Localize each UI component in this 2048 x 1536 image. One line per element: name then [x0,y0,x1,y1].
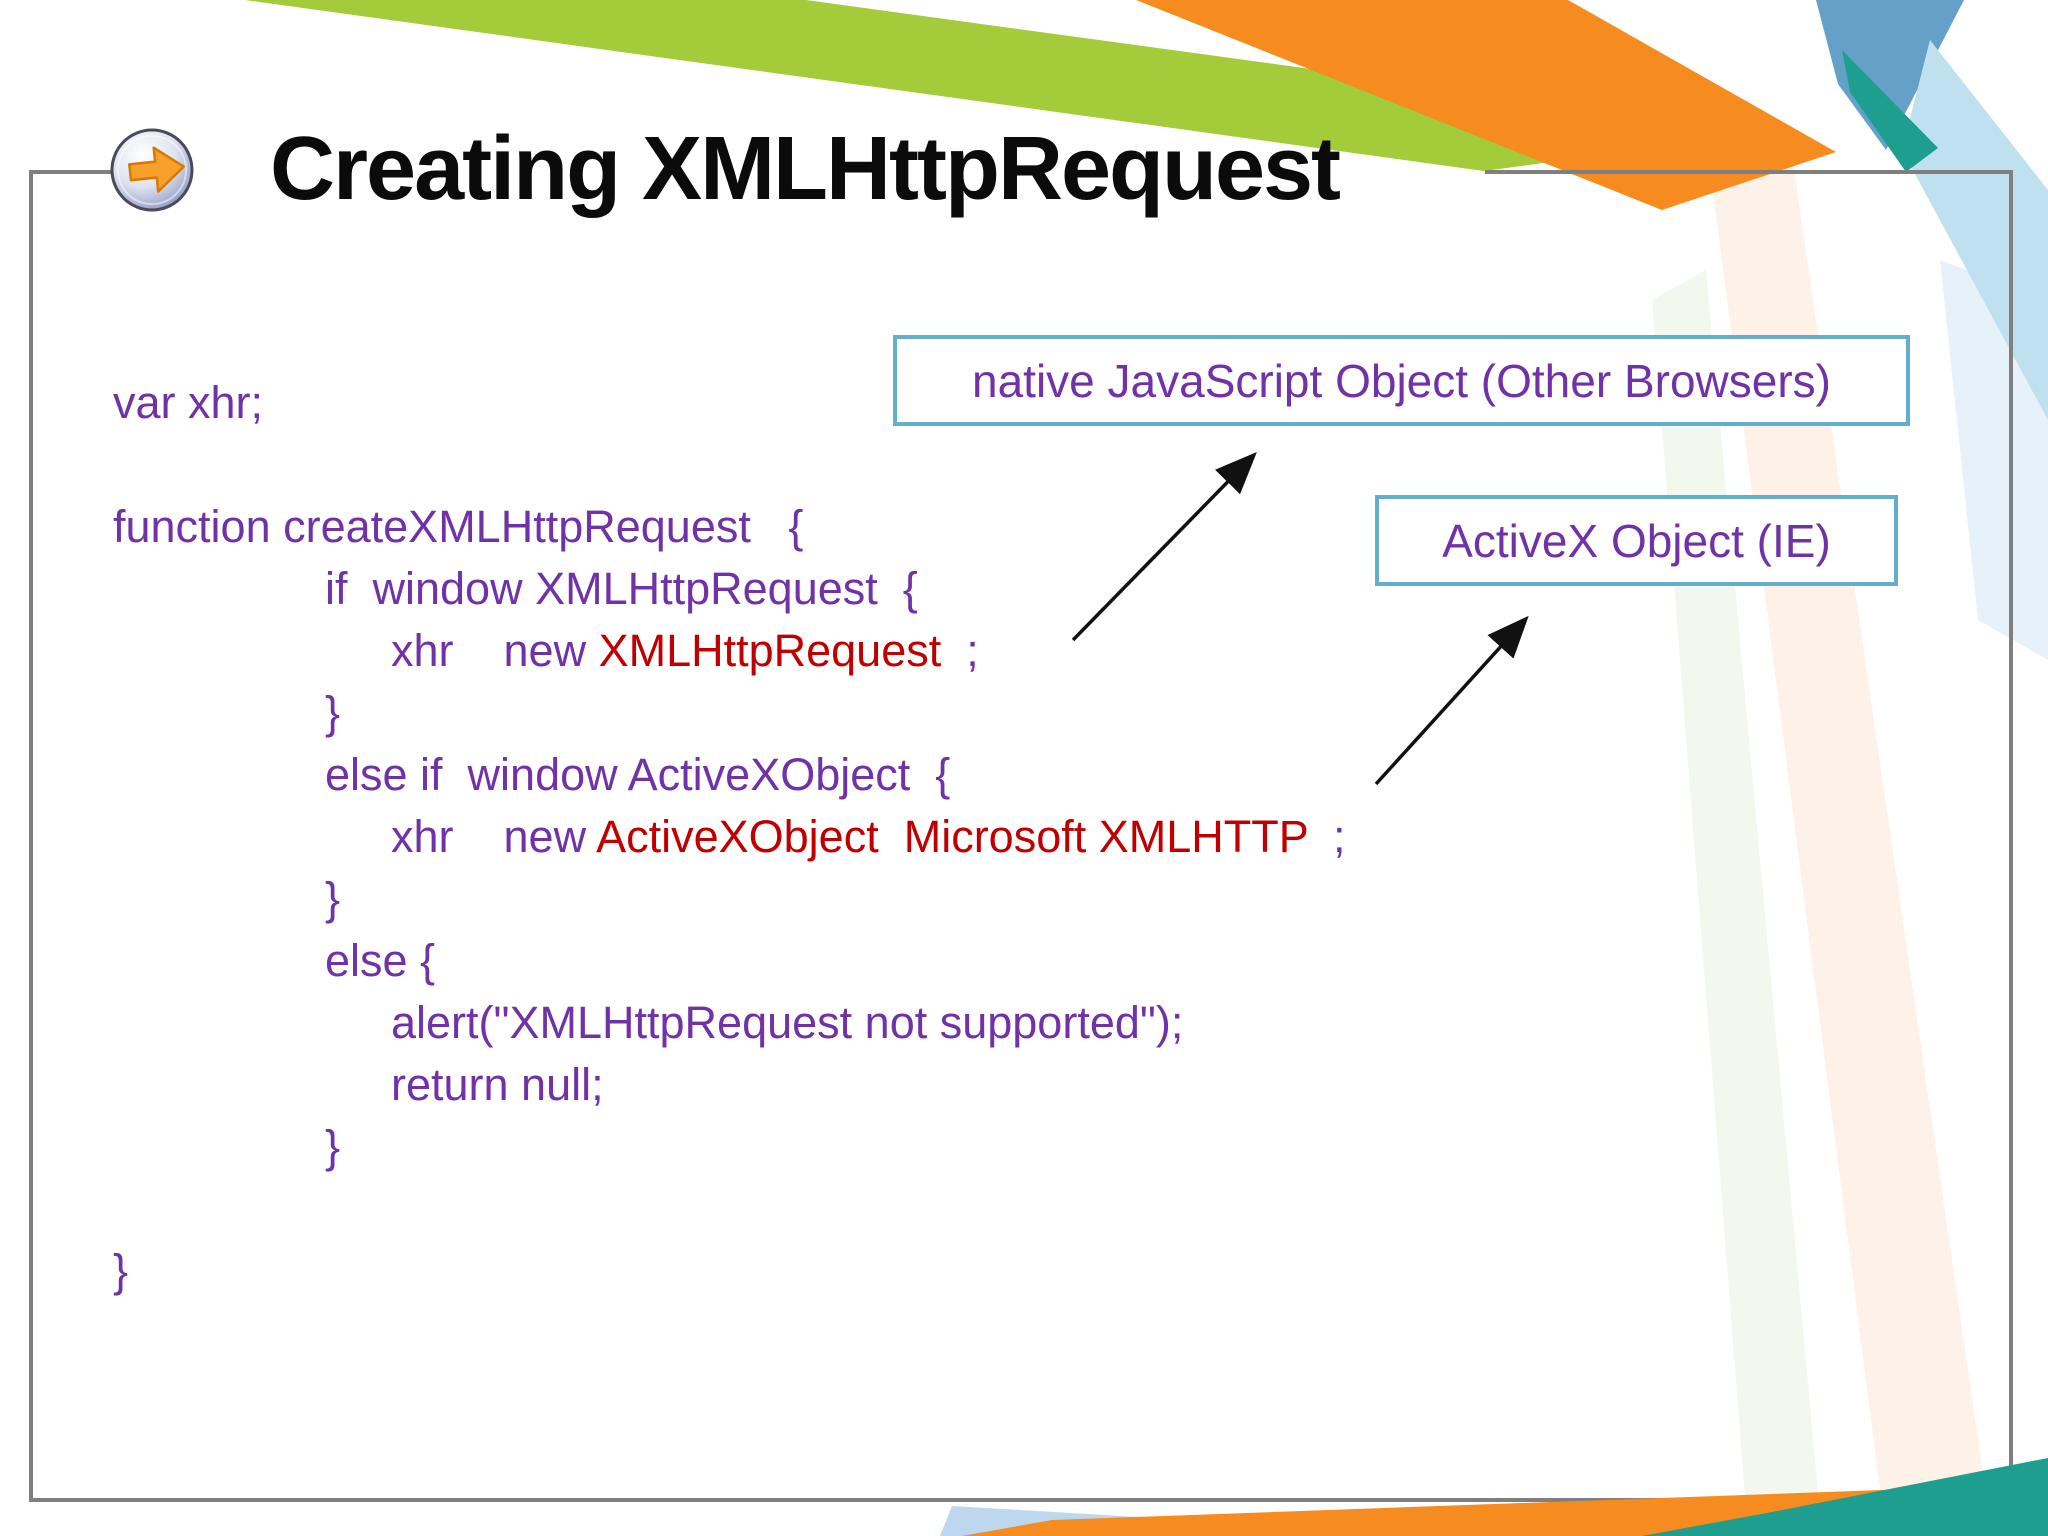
code-segment: } [325,687,341,738]
stripe-bottom-lightblue [940,1506,1460,1536]
code-segment-highlight: XMLHttpRequest [598,625,942,676]
code-line: else if window ActiveXObject { [113,744,1345,806]
code-line: var xhr; [113,372,1345,434]
callout-native-label: native JavaScript Object (Other Browsers… [972,354,1831,407]
code-segment: } [325,873,341,924]
stripe-pale-blue [1940,260,2048,660]
stripe-teal-spike [1842,50,1938,172]
callout-activex-box: ActiveX Object (IE) [1375,495,1898,586]
code-line: return null; [113,1054,1345,1116]
stripe-bottom-teal [1642,1458,2048,1536]
code-line: } [113,1116,1345,1178]
code-line: } [113,682,1345,744]
code-line: } [113,868,1345,930]
code-line: } [113,1240,1345,1302]
stripe-light-blue-band [1902,40,2048,420]
code-line: else { [113,930,1345,992]
code-segment: } [113,1245,129,1296]
code-segment: xhr new [391,625,599,676]
frame-border-left [29,170,33,1502]
frame-border-bottom [29,1498,2013,1502]
code-segment: else { [325,935,436,986]
code-segment: var xhr; [113,377,264,428]
code-segment-highlight: ActiveXObject Microsoft XMLHTTP [596,811,1308,862]
code-segment: return null; [391,1059,604,1110]
code-segment: xhr new [391,811,597,862]
frame-border-top [1485,170,2013,174]
code-segment: else if window ActiveXObject { [325,749,951,800]
code-segment: if window XMLHttpRequest { [325,563,918,614]
code-line: xhr new XMLHttpRequest ; [113,620,1345,682]
code-segment: function createXMLHttpRequest { [113,501,804,552]
code-segment: alert("XMLHttpRequest not supported"); [391,997,1184,1048]
stripe-bottom-orange [962,1484,2048,1536]
code-block: var xhr; function createXMLHttpRequest {… [113,372,1345,1302]
code-line: alert("XMLHttpRequest not supported"); [113,992,1345,1054]
stripe-pale-green [1652,270,1822,1536]
code-line: if window XMLHttpRequest { [113,558,1345,620]
callout-native-javascript-box: native JavaScript Object (Other Browsers… [893,335,1910,426]
code-segment: ; [941,625,979,676]
code-line: xhr new ActiveXObject Microsoft XMLHTTP … [113,806,1345,868]
code-line [113,434,1345,496]
page-title: Creating XMLHttpRequest [270,119,1341,219]
arrow-to-activex-box [1374,615,1529,786]
code-line [113,1178,1345,1240]
code-segment: ; [1307,811,1346,862]
code-line: function createXMLHttpRequest { [113,496,1345,558]
stripe-steel-blue [1816,0,1964,150]
callout-activex-label: ActiveX Object (IE) [1442,514,1831,567]
code-segment: } [325,1121,341,1172]
arrow-circle-icon [110,128,194,212]
frame-border-right [2009,170,2013,1502]
frame-border-top-stub [29,170,119,174]
